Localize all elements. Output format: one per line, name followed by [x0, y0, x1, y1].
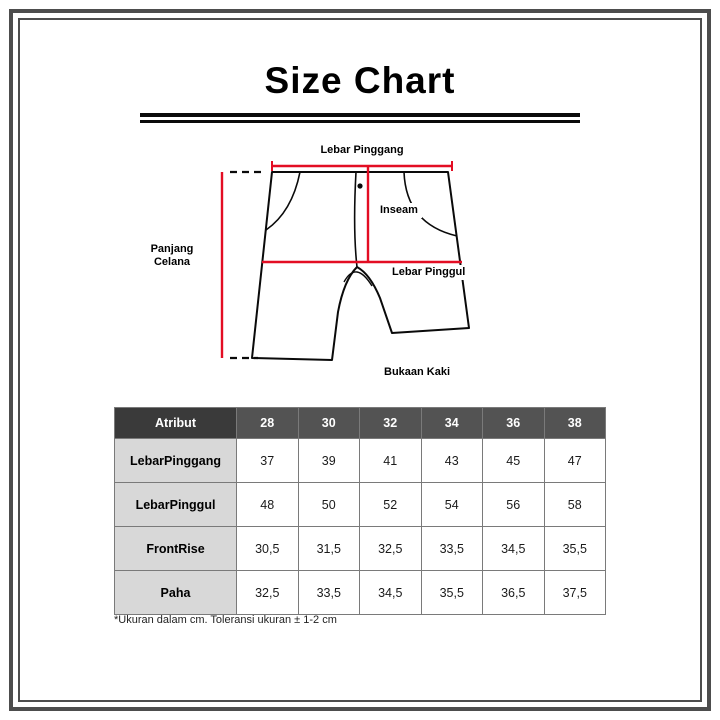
cell-value: 58 [543, 482, 606, 527]
header-cell-size-28: 28 [236, 407, 299, 439]
shorts-outline [251, 171, 470, 361]
cell-value: 52 [359, 482, 422, 527]
shorts-diagram-svg [220, 161, 470, 361]
shorts-measurement-diagram: Lebar Pinggang Inseam Lebar Pinggul Panj… [0, 140, 720, 396]
header-cell-size-38: 38 [543, 407, 606, 439]
header-cell-atribut: Atribut [114, 407, 237, 439]
cell-value: 32,5 [236, 570, 299, 615]
cell-value: 33,5 [420, 526, 483, 571]
header-cell-size-30: 30 [297, 407, 360, 439]
cell-value: 48 [236, 482, 299, 527]
left-pocket-curve [265, 171, 301, 231]
row-label: FrontRise [114, 526, 237, 571]
row-label: LebarPinggang [114, 438, 237, 483]
table-row-paha: Paha 32,5 33,5 34,5 35,5 36,5 37,5 [114, 570, 606, 615]
row-label: Paha [114, 570, 237, 615]
header-cell-size-36: 36 [482, 407, 545, 439]
leg-opening-label: Bukaan Kaki [384, 366, 451, 378]
cell-value: 30,5 [236, 526, 299, 571]
cell-value: 34,5 [359, 570, 422, 615]
fly-seam-line [353, 171, 358, 268]
rule-line-top [140, 113, 580, 117]
cell-value: 35,5 [420, 570, 483, 615]
hip-label: Lebar Pinggul [388, 265, 470, 280]
crotch-cross-curve [343, 271, 373, 287]
cell-value: 37,5 [543, 570, 606, 615]
cell-value: 41 [359, 438, 422, 483]
pants-length-label-line2: Celana [153, 256, 191, 268]
pants-length-label-line1: Panjang [150, 243, 194, 255]
cell-value: 35,5 [543, 526, 606, 571]
header-cell-size-32: 32 [359, 407, 422, 439]
cell-value: 43 [420, 438, 483, 483]
cell-value: 32,5 [359, 526, 422, 571]
cell-value: 45 [482, 438, 545, 483]
cell-value: 47 [543, 438, 606, 483]
cell-value: 39 [297, 438, 360, 483]
cell-value: 50 [297, 482, 360, 527]
row-label: LebarPinggul [114, 482, 237, 527]
cell-value: 54 [420, 482, 483, 527]
waist-button-dot [357, 183, 363, 189]
measurement-footnote: *Ukuran dalam cm. Toleransi ukuran ± 1-2… [114, 614, 337, 626]
waist-label: Lebar Pinggang [320, 144, 404, 156]
cell-value: 34,5 [482, 526, 545, 571]
table-row-front-rise: FrontRise 30,5 31,5 32,5 33,5 34,5 35,5 [114, 526, 606, 571]
cell-value: 36,5 [482, 570, 545, 615]
rule-line-bottom [140, 120, 580, 123]
table-header-row: Atribut 28 30 32 34 36 38 [114, 407, 606, 439]
table-row-lebar-pinggang: LebarPinggang 37 39 41 43 45 47 [114, 438, 606, 483]
size-table: Atribut 28 30 32 34 36 38 LebarPinggang … [114, 407, 606, 615]
cell-value: 37 [236, 438, 299, 483]
page-title: Size Chart [264, 60, 456, 101]
cell-value: 31,5 [297, 526, 360, 571]
cell-value: 33,5 [297, 570, 360, 615]
title-double-rule [140, 113, 580, 123]
inseam-label: Inseam [376, 203, 422, 218]
pants-length-label: Panjang Celana [133, 243, 211, 269]
header-cell-size-34: 34 [420, 407, 483, 439]
cell-value: 56 [482, 482, 545, 527]
table-row-lebar-pinggul: LebarPinggul 48 50 52 54 56 58 [114, 482, 606, 527]
